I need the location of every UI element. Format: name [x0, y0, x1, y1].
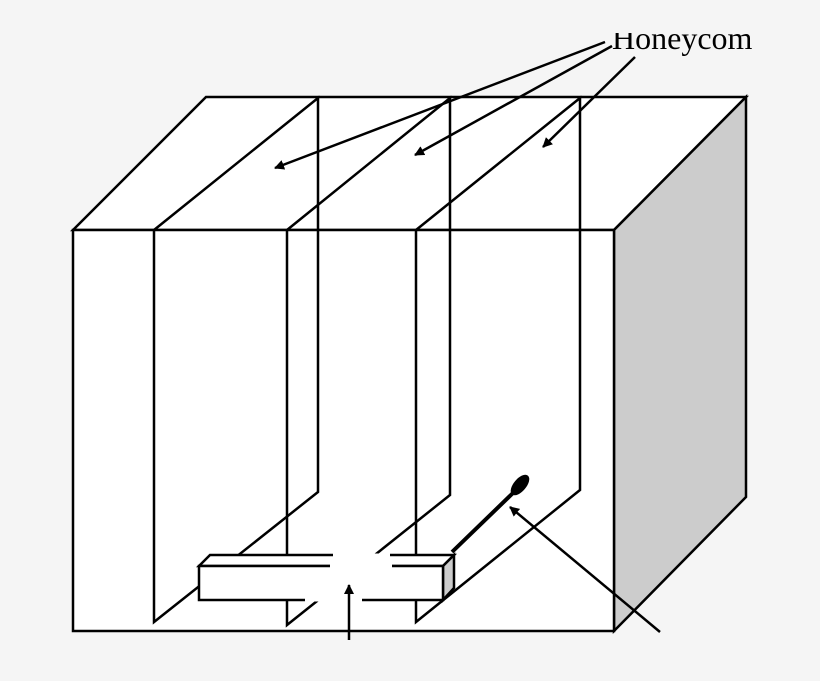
honeycomb-label: Honeycom	[612, 33, 752, 57]
honeycomb-label-text: Honeycom	[612, 33, 753, 56]
bar-object	[195, 551, 458, 604]
probe	[450, 474, 530, 554]
arrow-to-panel-3	[542, 56, 636, 148]
honeycomb-panel-1	[152, 95, 320, 625]
arrow-to-probe	[509, 506, 661, 633]
honeycomb-panel-3	[414, 95, 582, 625]
arrow-to-panel-2	[414, 44, 613, 157]
arrow-to-panel-1	[274, 40, 606, 170]
honeycomb-panel-2	[285, 95, 452, 628]
